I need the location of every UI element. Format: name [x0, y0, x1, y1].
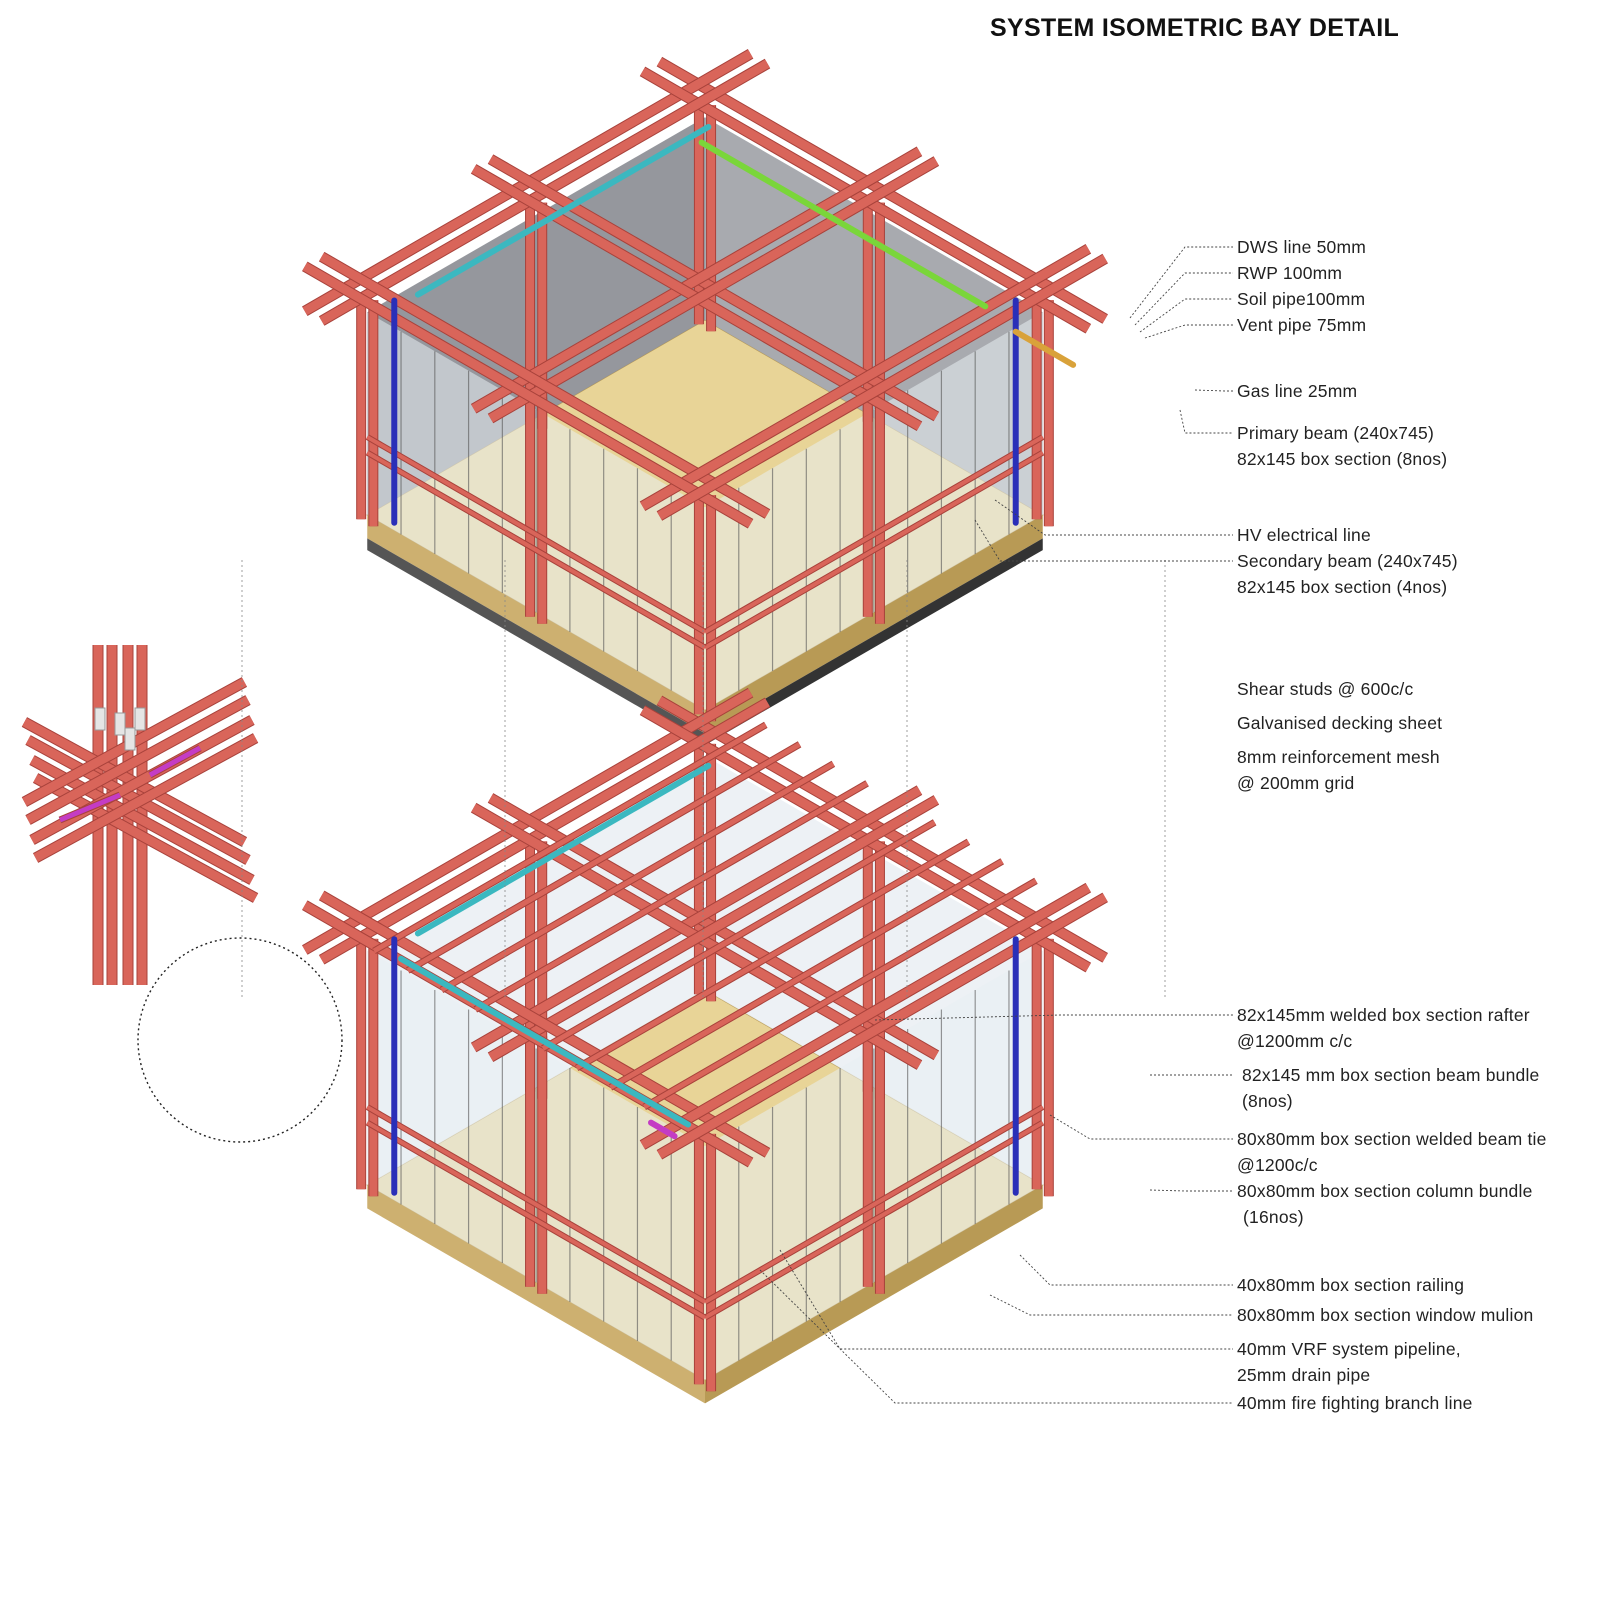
label-rwp: RWP 100mm [1237, 263, 1343, 283]
rwp-pipe [414, 123, 712, 298]
label-mesh-grid: @ 200mm grid [1237, 773, 1355, 793]
label-rafter-spacing: @1200mm c/c [1237, 1031, 1353, 1051]
joint-detail [21, 645, 259, 985]
leader-line [994, 499, 1233, 536]
secondary-beam [471, 147, 922, 413]
leader-line [1149, 1189, 1233, 1192]
deck-edge-right [705, 538, 1043, 746]
rafter [440, 761, 835, 993]
leader-line [1194, 389, 1233, 392]
rafter [474, 781, 869, 1012]
label-primary-beam: Primary beam (240x745) [1237, 423, 1434, 443]
label-primary-beam-section: 82x145 box section (8nos) [1237, 449, 1448, 469]
label-secondary-beam: Secondary beam (240x745) [1237, 551, 1458, 571]
alignment-guides [241, 560, 1166, 1000]
secondary-beam [488, 157, 939, 423]
label-beam-tie: 80x80mm box section welded beam tie [1237, 1129, 1547, 1149]
floor-slab-edge-left [367, 1185, 705, 1404]
secondary-beam [640, 883, 1091, 1149]
hv-electrical-line [698, 139, 989, 310]
secondary-beam [657, 893, 1108, 1159]
joint-member [25, 696, 251, 824]
rwp-pipe [414, 762, 712, 937]
secondary-beam [488, 795, 939, 1062]
shear-stud-cap [134, 707, 146, 731]
shear-stud-cap [124, 727, 136, 751]
shear-stud-cap [114, 712, 126, 736]
label-secondary-beam-section: 82x145 box section (4nos) [1237, 577, 1448, 597]
label-column-bundle: 80x80mm box section column bundle [1237, 1181, 1533, 1201]
primary-beam [302, 262, 753, 528]
railing [366, 450, 707, 650]
railing [703, 435, 1044, 634]
label-rafter: 82x145mm welded box section rafter [1237, 1005, 1530, 1025]
secondary-beam [640, 244, 1091, 511]
label-dws-line: DWS line 50mm [1237, 237, 1367, 257]
label-vent-pipe: Vent pipe 75mm [1237, 315, 1367, 335]
label-beam-tie-spacing: @1200c/c [1237, 1155, 1318, 1175]
railing [703, 1120, 1044, 1320]
rafter [541, 820, 936, 1051]
railing [366, 1105, 707, 1304]
leader-line [779, 1249, 1233, 1350]
label-railing: 40x80mm box section railing [1237, 1275, 1465, 1295]
rafter [609, 859, 1004, 1090]
leader-line [1129, 246, 1233, 319]
rafter [642, 878, 1038, 1110]
label-column-bundle-count: (16nos) [1243, 1207, 1304, 1227]
label-fire-fighting-line: 40mm fire fighting branch line [1237, 1393, 1473, 1413]
label-vrf-pipeline: 40mm VRF system pipeline, [1237, 1339, 1461, 1359]
railing [366, 1120, 707, 1320]
label-beam-bundle-count: (8nos) [1242, 1091, 1293, 1111]
leader-line [759, 1269, 1233, 1404]
leader-line [1049, 1114, 1233, 1140]
railing [703, 450, 1044, 650]
secondary-beam [657, 254, 1108, 520]
leader-line [989, 1294, 1233, 1316]
railing [703, 1105, 1044, 1304]
joint-member [148, 745, 202, 778]
leader-line [1144, 324, 1233, 339]
label-shear-studs: Shear studs @ 600c/c [1237, 679, 1414, 699]
leader-line [1139, 298, 1233, 333]
lower-bay-model [302, 687, 1108, 1404]
rafter [372, 722, 768, 954]
floor-slab-edge-right [705, 1185, 1043, 1404]
rafter [575, 839, 970, 1071]
label-soil-pipe: Soil pipe100mm [1237, 289, 1366, 309]
label-gas-line: Gas line 25mm [1237, 381, 1358, 401]
leader-line [1019, 1254, 1233, 1286]
page-title: SYSTEM ISOMETRIC BAY DETAIL [990, 14, 1400, 42]
label-decking-sheet: Galvanised decking sheet [1237, 713, 1443, 733]
leader-line [874, 1014, 1233, 1021]
fire-fighting-line [647, 1119, 678, 1140]
label-reinforcement-mesh: 8mm reinforcement mesh [1237, 747, 1440, 767]
shear-stud-cap [94, 707, 106, 731]
floor-slab-edge-right [705, 515, 1043, 734]
label-window-mullion: 80x80mm box section window mulion [1237, 1305, 1534, 1325]
joint-member [33, 734, 258, 862]
label-beam-bundle: 82x145 mm box section beam bundle [1242, 1065, 1540, 1085]
vrf-pipeline [398, 955, 692, 1128]
label-hv-electrical-line: HV electrical line [1237, 525, 1371, 545]
leader-line [974, 519, 1233, 562]
deck-edge-left [367, 538, 705, 746]
railing [366, 435, 707, 634]
floor-slab-edge-left [367, 515, 705, 734]
leader-lines [759, 246, 1233, 1404]
joint-detail-callout-circle [137, 937, 343, 1143]
rafter [406, 742, 801, 973]
upper-bay-model [302, 49, 1108, 746]
label-drain-pipe: 25mm drain pipe [1237, 1365, 1371, 1385]
gas-line [1012, 328, 1077, 368]
leader-line [1134, 272, 1233, 326]
joint-member [59, 792, 121, 823]
leader-line [1179, 409, 1233, 434]
secondary-beam [471, 786, 922, 1052]
